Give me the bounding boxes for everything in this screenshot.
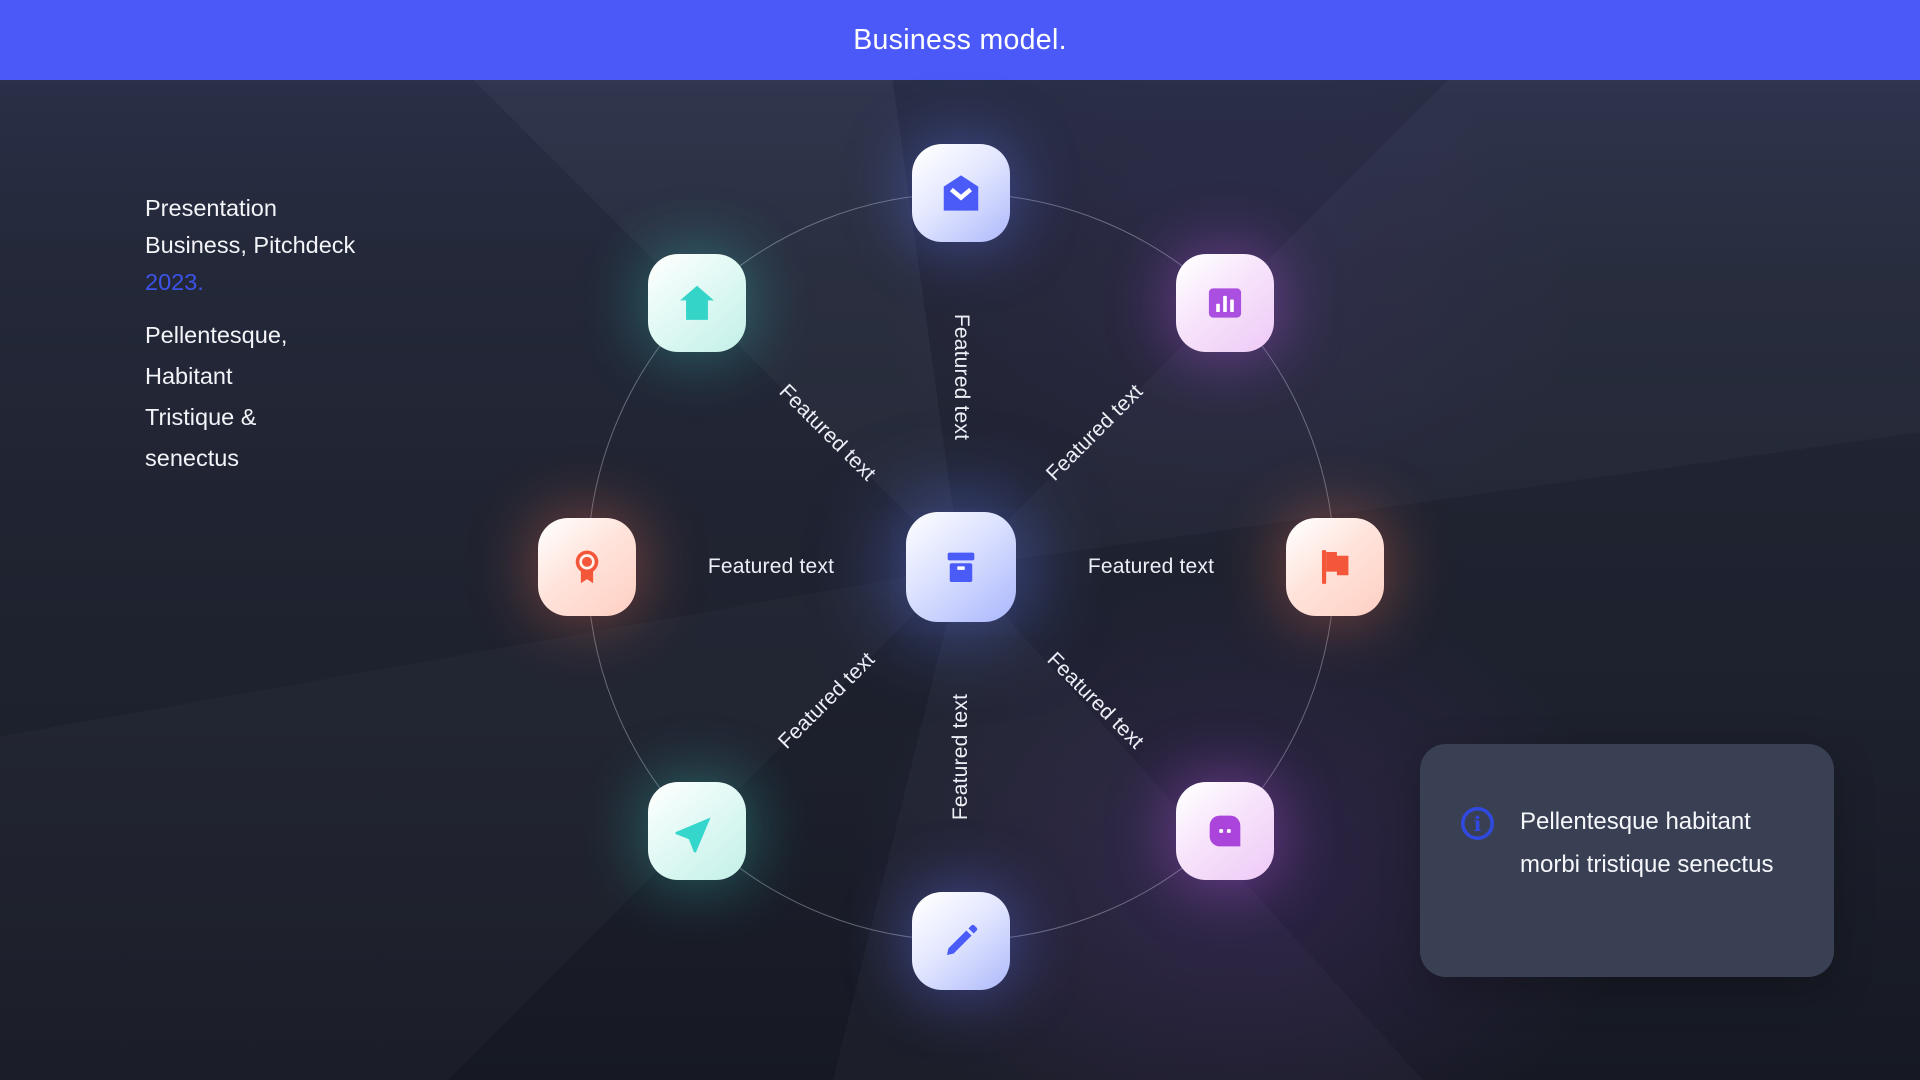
slide-header-bar: Business model. <box>0 0 1920 80</box>
intro-subtext-line2: Habitant <box>145 363 233 389</box>
send-icon <box>675 817 711 853</box>
node-tile-flag <box>1286 518 1384 616</box>
intro-heading-line2: Business, Pitchdeck <box>145 232 356 258</box>
intro-year: 2023. <box>145 269 204 295</box>
intro-subtext-line3: Tristique & <box>145 404 257 430</box>
mail-icon <box>943 175 979 211</box>
bar-chart-icon <box>1208 288 1242 318</box>
node-tile-home <box>648 254 746 352</box>
note-card-line1: Pellentesque habitant <box>1520 808 1751 835</box>
note-card-line2: morbi tristique senectus <box>1520 851 1774 878</box>
svg-text:i: i <box>1474 812 1482 836</box>
node-tile-chat <box>1176 782 1274 880</box>
home-icon <box>680 285 714 320</box>
pencil-icon <box>947 924 978 955</box>
node-tile-send <box>648 782 746 880</box>
chat-icon <box>1209 815 1241 847</box>
flag-icon <box>1321 550 1349 584</box>
intro-subtext-line1: Pellentesque, <box>145 322 288 348</box>
node-tile-pencil <box>912 892 1010 990</box>
center-node-tile <box>906 512 1016 622</box>
node-tile-bar-chart <box>1176 254 1274 352</box>
note-card: i Pellentesque habitant morbi tristique … <box>1420 744 1834 977</box>
node-tile-mail <box>912 144 1010 242</box>
intro-text-block: Presentation Business, Pitchdeck 2023. P… <box>145 190 425 479</box>
featured-label-bottom: Featured text <box>949 693 972 821</box>
featured-label-left: Featured text <box>707 555 835 578</box>
intro-heading-line1: Presentation <box>145 195 277 221</box>
intro-subtext-line4: senectus <box>145 445 240 471</box>
award-icon <box>575 550 599 584</box>
archive-icon <box>947 552 975 582</box>
featured-label-top: Featured text <box>950 313 973 441</box>
note-card-text: Pellentesque habitant morbi tristique se… <box>1520 800 1773 886</box>
intro-heading: Presentation Business, Pitchdeck 2023. <box>145 190 425 301</box>
featured-label-right: Featured text <box>1087 555 1215 578</box>
node-tile-award <box>538 518 636 616</box>
info-icon: i <box>1461 807 1494 840</box>
slide-title: Business model. <box>853 23 1067 56</box>
intro-subtext: Pellentesque, Habitant Tristique & senec… <box>145 315 425 479</box>
